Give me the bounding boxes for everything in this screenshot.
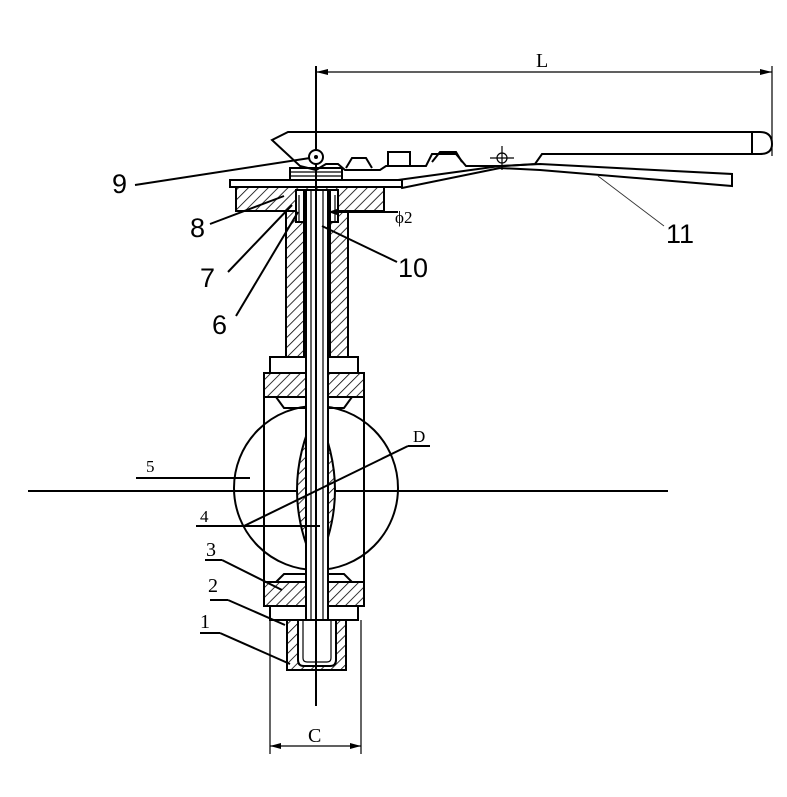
label-part-9: 9 xyxy=(112,169,127,199)
dimension-L: L xyxy=(316,50,773,156)
leader-lines xyxy=(134,157,665,665)
label-D: D xyxy=(413,427,425,446)
label-phi2: ϕ2 xyxy=(395,208,412,227)
label-part-10: 10 xyxy=(398,253,428,283)
part-labels: 9 8 7 6 10 11 5 4 3 2 1 xyxy=(112,169,694,633)
handle-lever xyxy=(270,131,774,190)
label-L: L xyxy=(536,50,548,72)
dimension-D: D xyxy=(243,427,430,527)
label-part-3: 3 xyxy=(206,539,216,561)
label-part-6: 6 xyxy=(212,310,227,340)
dimension-C: C xyxy=(269,620,362,754)
label-part-7: 7 xyxy=(200,263,215,293)
body-neck xyxy=(285,189,349,358)
label-part-1: 1 xyxy=(200,611,210,633)
label-C: C xyxy=(308,725,321,747)
label-part-5: 5 xyxy=(146,457,155,476)
label-part-11: 11 xyxy=(666,219,694,249)
dimension-phi2: ϕ2 xyxy=(328,208,412,227)
label-part-2: 2 xyxy=(208,575,218,597)
label-part-8: 8 xyxy=(190,213,205,243)
label-part-4: 4 xyxy=(200,507,209,526)
